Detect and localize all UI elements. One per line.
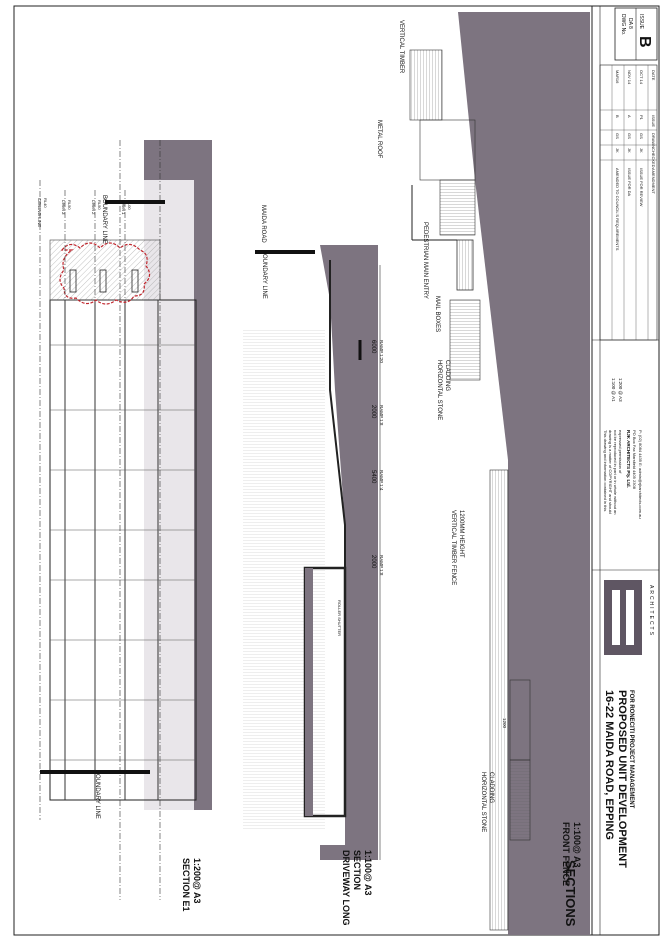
- ramp-grade-2: RAMP 1:8: [379, 405, 384, 426]
- amend-row3-drawn: GS: [639, 133, 644, 139]
- issue-label: ISSUE: [638, 14, 644, 30]
- driveway-title-1: DRIVEWAY LONG: [341, 850, 351, 926]
- ramp-grade-4: RAMP 1:8: [379, 555, 384, 576]
- driveway-ground: [320, 245, 378, 860]
- dwg-no-label: DWG No.: [620, 14, 626, 35]
- level3-label: Level 3: [61, 200, 66, 215]
- level1-rl: RL00: [127, 200, 132, 210]
- amend-header-date: DATE: [651, 70, 656, 81]
- level2-rl: RL50: [97, 200, 102, 210]
- copyright-line-1: This drawing and information contained i…: [603, 430, 608, 511]
- issue-letter: B: [636, 36, 653, 48]
- copyright-line-2: drawing is a matter of COPYRIGHT and sho…: [608, 430, 613, 514]
- rjk-logo: ARCHITECTS: [604, 580, 654, 655]
- amend-row1-issue: B: [615, 115, 620, 118]
- title-block: DWG No. DA 8 ISSUE B B AMENDED TO COUNCI…: [563, 6, 659, 935]
- level1-label: Level 1: [121, 200, 126, 215]
- boundary-line-label: BOUNDARY LINE: [101, 195, 107, 244]
- amendment-table: [599, 64, 658, 341]
- horizontal-stone-label-2: CLADDING: [444, 360, 450, 391]
- ramp-dim-6000: 6000: [370, 340, 376, 354]
- mail-boxes-label: MAIL BOXES: [434, 296, 440, 332]
- amend-row3-issue: P1: [639, 115, 644, 121]
- revision-cloud: [59, 242, 151, 305]
- ramp-dim-2000a: 2000: [370, 405, 376, 419]
- amend-row1-text: AMENDED TO COUNCIL'S REQUIREMENTS: [615, 168, 620, 251]
- ramp-dim-5400: 5400: [370, 470, 376, 484]
- amend-row2-checked: JK: [627, 148, 632, 153]
- pedestrian-entry-label: PEDESTRIAN MAIN ENTRY: [422, 222, 428, 299]
- copyright-line-3: not be reproduced in part or in whole wi…: [613, 430, 618, 515]
- amend-row3-date: OCT 14: [639, 70, 644, 85]
- vertical-fence-label-1: VERTICAL TIMBER FENCE: [450, 510, 456, 585]
- amend-header-amendment: AMENDMENT: [651, 168, 656, 194]
- sheet-border: [13, 5, 660, 936]
- amend-row1-drawn: GS: [615, 133, 620, 139]
- section-e1-scale: 1:200@ A3: [192, 858, 202, 903]
- project-title-2: PROPOSED UNIT DEVELOPMENT: [616, 690, 628, 868]
- front-fence-scale: 1:100@ A3: [572, 822, 582, 867]
- firm-name: RJK ARCHITECTS Pty. Ltd.: [626, 430, 631, 488]
- section-e1-title: SECTION E1: [181, 858, 191, 912]
- metal-roof-label: METAL ROOF: [376, 120, 382, 159]
- driveway-title-3: 1:100@ A3: [363, 850, 373, 895]
- maida-road-label: MAIDA ROAD: [260, 205, 266, 243]
- boundary-line-label-2: BOUNDARY LINE: [94, 770, 100, 819]
- amend-header-checked: CHECKED: [651, 148, 656, 168]
- amend-header-issue: ISSUE: [651, 115, 656, 127]
- ramp-grade-3: RAMP 1:4: [379, 470, 384, 491]
- amend-header-drawn: DRAWN: [651, 133, 656, 148]
- project-title-1: 16-22 MAIDA ROAD, EPPING: [603, 690, 615, 840]
- ceiling-line-label: CEILING LINE: [37, 198, 42, 227]
- front-fence-title: FRONT FENCE: [561, 822, 571, 886]
- level2-label: Level 2: [91, 200, 96, 215]
- amend-row3-checked: JK: [639, 148, 644, 153]
- dwg-no: DA 8: [627, 18, 633, 29]
- firm-address: PO Box Fax Marsfield 4409 2308: [632, 430, 637, 490]
- boundary-line-label-3: BOUNDARY LINE: [261, 250, 267, 299]
- ramp-dim-2000b: 2000: [370, 555, 376, 569]
- amend-row1-checked: JK: [615, 148, 620, 153]
- entry-elevation: VERTICAL TIMBER METAL ROOF PEDESTRIAN MA…: [376, 12, 590, 460]
- scale-a3: 1:200 @ A3: [618, 378, 623, 402]
- ceiling-rl: RL40: [43, 198, 48, 208]
- amend-row1-date: MAR16: [615, 70, 620, 84]
- front-fence: VERTICAL TIMBER FENCE 1200MM HEIGHT HORI…: [450, 450, 590, 935]
- roller-shutter-label: ROLLER SHUTTER: [337, 600, 342, 636]
- horizontal-stone-label-3: HORIZONTAL STONE: [480, 772, 486, 832]
- ramp-grade-1: RAMP 1:20: [379, 340, 384, 363]
- dim-1200: 1200: [502, 718, 507, 729]
- entry-ground: [458, 12, 590, 460]
- section-e1-ground: [194, 140, 212, 810]
- amend-row2-issue: A: [627, 115, 632, 118]
- copyright-line-4: expressed permission of: [618, 430, 623, 474]
- logo-subtext: ARCHITECTS: [648, 585, 654, 637]
- section-e1: BOUNDARY LINE BOUNDARY LINE CEILING LINE…: [37, 140, 212, 912]
- amend-row2-text: ISSUE FOR DA: [627, 168, 632, 197]
- vertical-fence-label-2: 1200MM HEIGHT: [458, 510, 464, 558]
- driveway-title-2: SECTION: [352, 850, 362, 890]
- firm-contact: P: (02) 8084 4435 E: admin@rjkarchitects…: [638, 430, 643, 519]
- amend-row2-drawn: GS: [627, 133, 632, 139]
- client-line: FOR RONECITI PROJECT MANAGEMENT: [628, 690, 634, 809]
- amend-row2-date: NOV 14: [627, 70, 632, 85]
- level3-rl: RL50: [67, 200, 72, 210]
- horizontal-stone-label-4: CLADDING: [488, 772, 494, 803]
- drawing-title: SECTIONS: [563, 860, 578, 927]
- amend-row3-text: ISSUE FOR REVIEW: [639, 168, 644, 207]
- horizontal-stone-label-1: HORIZONTAL STONE: [436, 360, 442, 420]
- scale-a1: 1:100 @ A1: [611, 378, 616, 402]
- driveway-section: BOUNDARY LINE MAIDA ROAD ROLLER SHUTTER …: [243, 205, 384, 926]
- vertical-timber-label: VERTICAL TIMBER: [398, 20, 404, 74]
